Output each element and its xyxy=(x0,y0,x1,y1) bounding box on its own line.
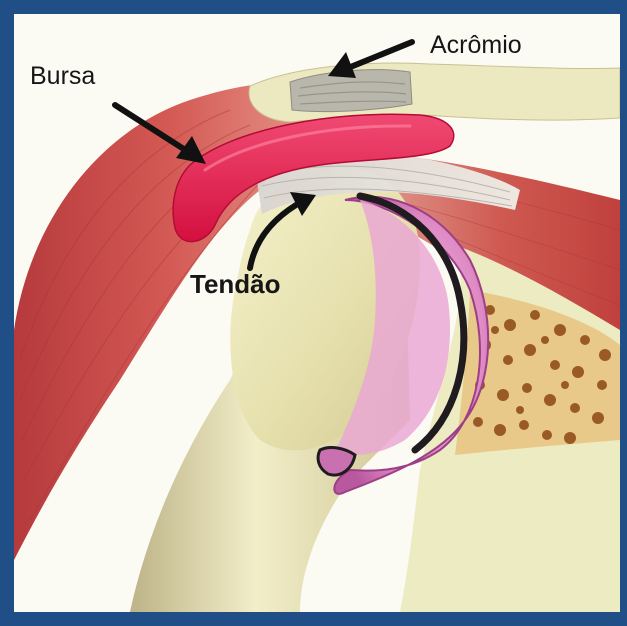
label-tendao: Tendão xyxy=(190,271,281,297)
shoulder-joint-illustration xyxy=(14,14,620,612)
label-bursa: Bursa xyxy=(30,64,95,89)
label-acromio: Acrômio xyxy=(430,33,522,58)
illustration-panel xyxy=(14,14,620,612)
